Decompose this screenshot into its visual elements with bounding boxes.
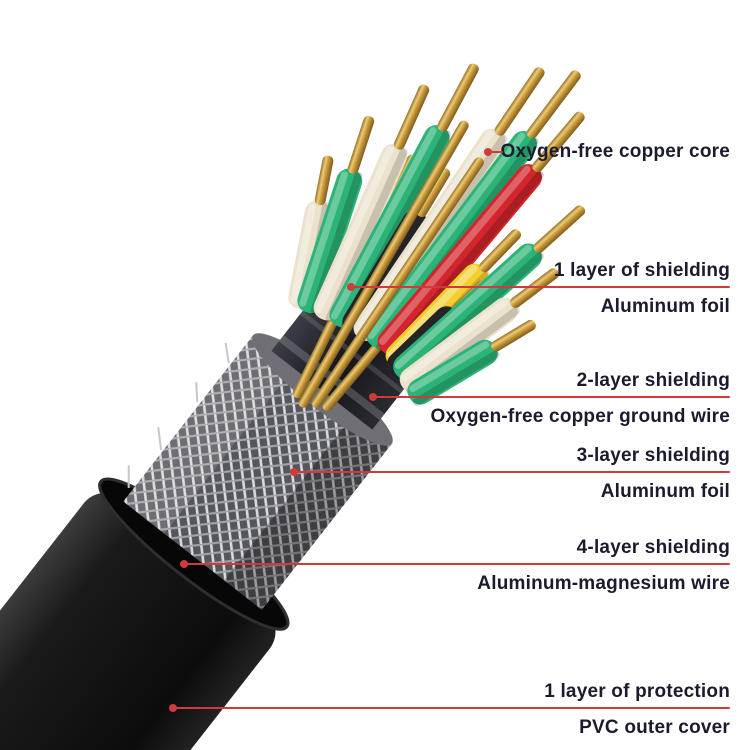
callout-subheading: Aluminum foil [600,481,730,502]
leader-line-shielding-2 [369,393,730,401]
leader-line-protection [169,704,730,712]
copper-ground-wire [298,120,469,408]
leader-line-copper-core [484,148,503,156]
callout-shielding-1: 1 layer of shielding Aluminum foil [554,259,730,318]
callout-heading: 3-layer shielding [576,445,730,466]
callout-heading: 1 layer of shielding [553,260,730,281]
insulated-wire [297,115,375,315]
leader-line-shielding-3 [290,468,730,476]
callout-protection: 1 layer of protection PVC outer cover [544,680,730,739]
callout-shielding-3: 3-layer shielding Aluminum foil [577,444,730,503]
callout-shielding-4: 4-layer shielding Aluminum-magnesium wir… [477,536,730,595]
callout-subheading: Aluminum-magnesium wire [477,573,730,594]
callout-heading: 1 layer of protection [544,681,730,702]
callout-subheading: Oxygen-free copper ground wire [430,406,730,427]
insulated-wire [313,84,430,323]
callout-copper-core: Oxygen-free copper core [500,140,730,163]
copper-ground-wire [311,157,484,408]
insulated-wire [407,319,536,406]
callout-subheading: Aluminum foil [600,296,730,317]
callout-heading: 2-layer shielding [576,370,730,391]
callout-subheading: PVC outer cover [579,717,730,738]
leader-line-shielding-4 [180,560,730,568]
callout-shielding-2: 2-layer shielding Oxygen-free copper gro… [431,369,731,428]
callout-heading: 4-layer shielding [576,537,730,558]
callout-heading: Oxygen-free copper core [500,141,730,162]
leader-line-shielding-1 [347,283,730,291]
